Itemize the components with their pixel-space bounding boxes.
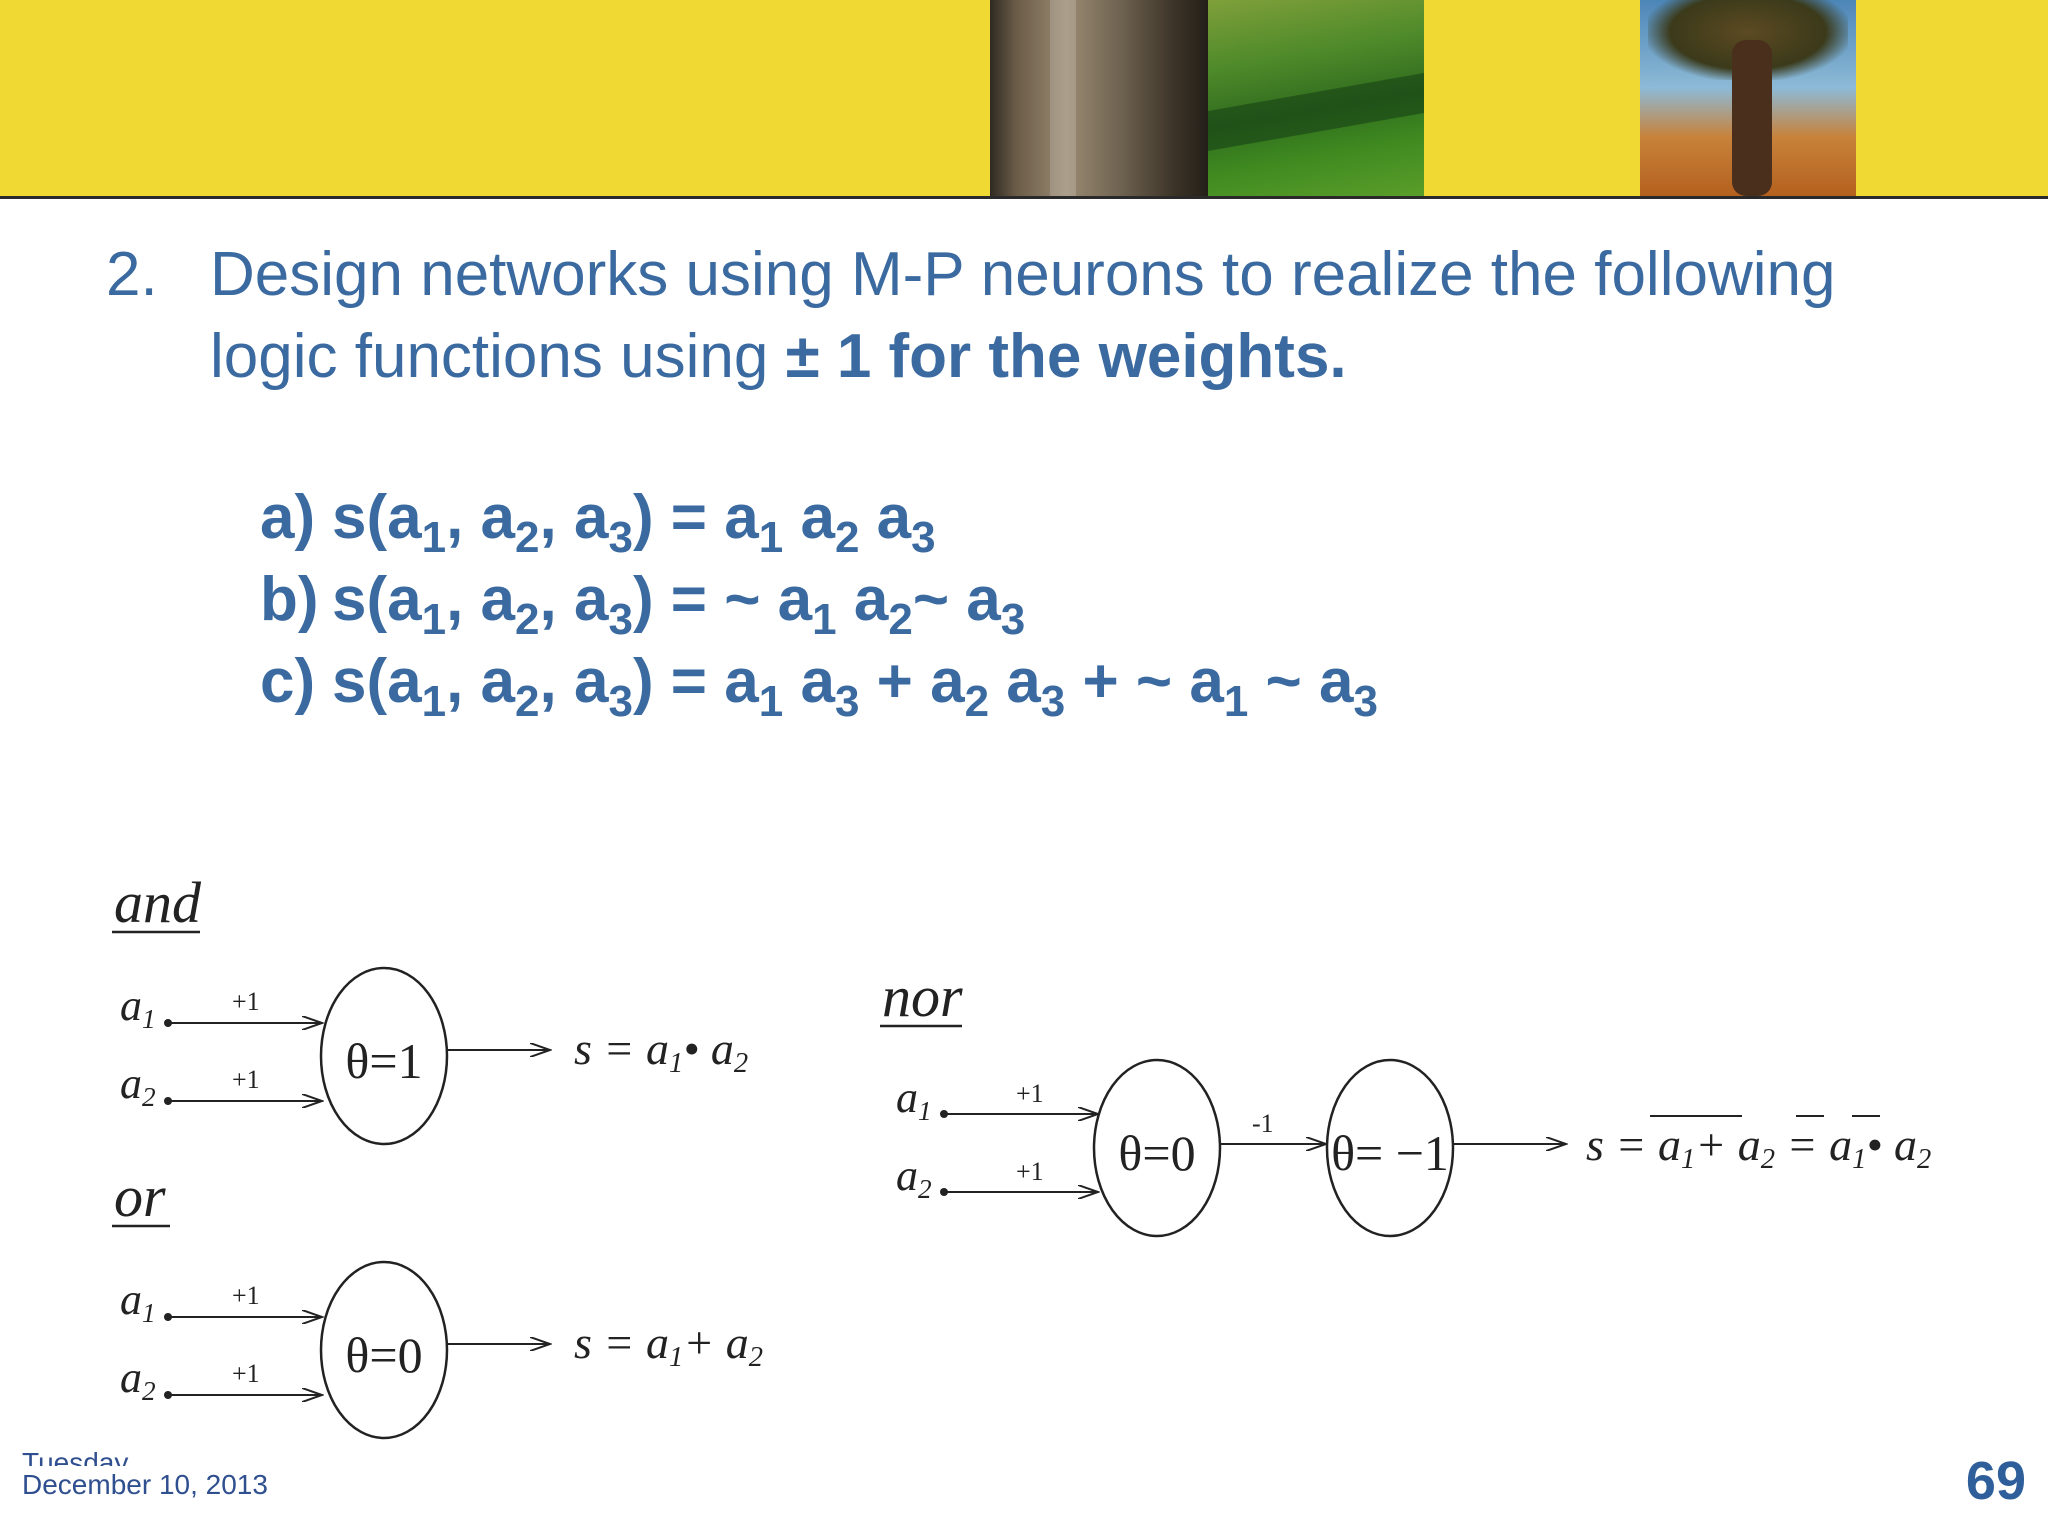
nor-weight-mid: -1: [1252, 1109, 1274, 1138]
function-b-label: b): [260, 565, 319, 634]
function-c-expr: s(a1, a2, a3) = a1 a3 + a2 a3 + ~ a1 ~ a…: [332, 647, 1378, 726]
or-diagram: or a1 a2 +1 +1 θ=0 s = a1+ a2: [112, 1164, 763, 1440]
function-c-label: c): [260, 647, 316, 716]
page-number: 69: [1965, 1451, 2026, 1511]
nor-weight-1: +1: [1016, 1079, 1044, 1108]
nor-input-1: a1: [896, 1073, 932, 1126]
title-text-plain: Design networks using M-P neurons to rea…: [210, 240, 1836, 391]
footer-date-line2: December 10, 2013: [22, 1469, 268, 1500]
or-neuron: [319, 1260, 449, 1440]
nor-threshold-2: θ= −1: [1331, 1125, 1449, 1181]
nor-title: nor: [882, 964, 963, 1029]
or-weight-1: +1: [232, 1281, 260, 1310]
or-threshold: θ=0: [345, 1327, 422, 1383]
or-title: or: [114, 1164, 166, 1229]
title-number: 2.: [106, 240, 158, 309]
or-output: s = a1+ a2: [574, 1317, 763, 1373]
and-input-1: a1: [120, 981, 156, 1034]
title-text-bold: ± 1 for the weights.: [785, 322, 1347, 391]
function-c: c)s(a1, a2, a3) = a1 a3 + a2 a3 + ~ a1 ~…: [260, 646, 1378, 726]
and-threshold: θ=1: [345, 1033, 422, 1089]
header-photo-forest: [990, 0, 1208, 196]
function-a: a)s(a1, a2, a3) = a1 a2 a3: [260, 482, 936, 562]
and-input-2: a2: [120, 1059, 156, 1112]
function-a-expr: s(a1, a2, a3) = a1 a2 a3: [332, 483, 936, 562]
header-divider: [0, 196, 2048, 199]
or-input-2: a2: [120, 1353, 156, 1406]
and-output: s = a1• a2: [574, 1023, 748, 1079]
nor-neuron-2: [1325, 1058, 1455, 1238]
and-neuron: [319, 966, 449, 1146]
header-photo-hills: [1208, 0, 1424, 196]
and-weight-2: +1: [232, 1065, 260, 1094]
nor-weight-2: +1: [1016, 1157, 1044, 1186]
nor-threshold-1: θ=0: [1118, 1125, 1195, 1181]
function-b: b)s(a1, a2, a3) = ~ a1 a2~ a3: [260, 564, 1026, 644]
footer-date-line1: Tuesday,: [22, 1447, 135, 1466]
nor-neuron-1: [1092, 1058, 1222, 1238]
and-weight-1: +1: [232, 987, 260, 1016]
and-title: and: [114, 870, 202, 935]
header-gap: [1424, 0, 1640, 196]
footer-date: Tuesday, December 10, 2013: [22, 1444, 268, 1504]
and-diagram: and a1 a2 +1 +1 θ=1 s = a1• a2: [112, 870, 748, 1146]
header-photo-tree: [1640, 0, 1856, 196]
title-text: Design networks using M-P neurons to rea…: [210, 234, 1930, 398]
function-b-expr: s(a1, a2, a3) = ~ a1 a2~ a3: [332, 565, 1026, 644]
nor-output: s = a1+ a2 = a1• a2: [1586, 1119, 1931, 1175]
function-a-label: a): [260, 483, 316, 552]
or-input-1: a1: [120, 1275, 156, 1328]
or-weight-2: +1: [232, 1359, 260, 1388]
nor-diagram: nor a1 a2 +1 +1 θ=0 -1 θ= −1 s = a1+ a2 …: [880, 964, 1931, 1238]
nor-input-2: a2: [896, 1151, 932, 1204]
